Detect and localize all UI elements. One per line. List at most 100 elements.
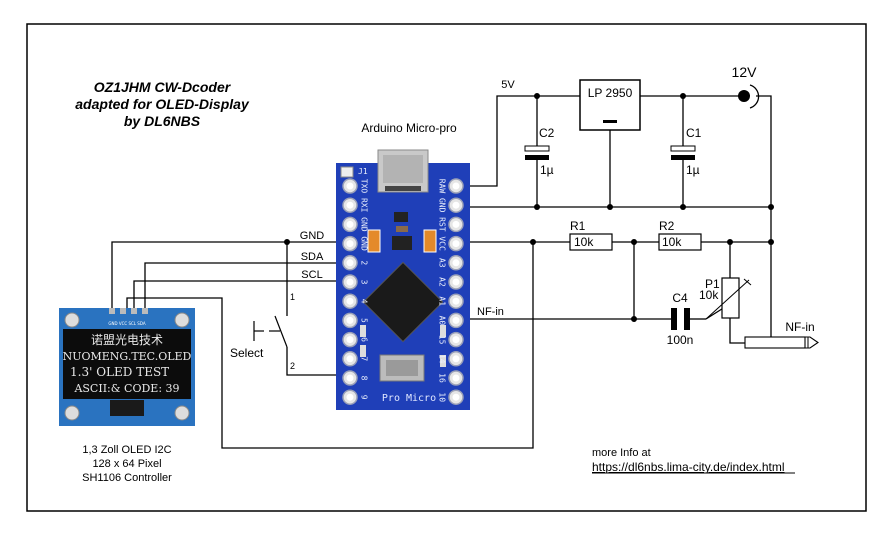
pin-hole xyxy=(346,297,354,305)
pin-label: RXI xyxy=(360,198,369,213)
junction xyxy=(727,239,733,245)
pin-hole xyxy=(346,240,354,248)
pin-left-8: 8 xyxy=(342,370,369,386)
pin-hole xyxy=(346,336,354,344)
oled-line-3: 1.3' OLED TEST xyxy=(70,365,169,379)
wire-p1-bot xyxy=(729,318,745,344)
pin-label: 15 xyxy=(438,335,447,345)
junction xyxy=(631,239,637,245)
arduino-pro-micro-board: J1 Pro Micro xyxy=(336,149,470,410)
pin-left-2: 2 xyxy=(342,255,369,271)
pin-hole xyxy=(452,336,460,344)
junction xyxy=(284,239,290,245)
net-label-12v: 12V xyxy=(732,64,758,80)
pin-hole xyxy=(346,259,354,267)
pin-right-a2: A2 xyxy=(438,274,464,290)
pin-label: GND xyxy=(438,198,447,213)
pin-label: 14 xyxy=(438,354,447,364)
wires xyxy=(111,95,772,449)
pin-left-6: 6 xyxy=(342,331,369,348)
pin-hole xyxy=(346,182,354,190)
wire-12v-return xyxy=(756,95,772,320)
pin-hole xyxy=(452,278,460,286)
pin-right-10: 10 xyxy=(438,389,464,405)
c1-name: C1 xyxy=(686,126,702,140)
pin-label: TXO xyxy=(360,179,369,194)
oled-module: GND VCC SCL SDA 诺盟光电技术 NUOMENG.TEC.OLED … xyxy=(59,308,195,426)
pin-right-a1: A1 xyxy=(438,293,464,309)
pin-hole xyxy=(452,374,460,382)
junction xyxy=(768,239,774,245)
pin-right-14: 14 xyxy=(438,351,464,367)
r1-value: 10k xyxy=(574,235,594,249)
junction xyxy=(680,93,686,99)
pin-left-3: 3 xyxy=(342,274,369,290)
pin-label: 8 xyxy=(360,376,369,381)
junction xyxy=(534,93,540,99)
net-label-nf-in: NF-in xyxy=(477,306,504,318)
select-switch[interactable]: Select 1 2 xyxy=(230,292,295,371)
pin-left-5: 5 xyxy=(342,312,369,329)
c4-name: C4 xyxy=(672,291,688,305)
capacitor-c1: C1 1µ xyxy=(670,126,702,177)
p1-name: P1 xyxy=(705,277,720,291)
resistor-r1: 10k R1 xyxy=(569,219,613,251)
switch-pin-1: 1 xyxy=(290,292,295,302)
pin-left-gnd: GND xyxy=(342,216,369,233)
info-link[interactable]: https://dl6nbs.lima-city.de/index.html xyxy=(592,460,785,474)
pin-hole xyxy=(452,316,460,324)
pin-label: GND xyxy=(360,236,369,251)
pin-left-4: 4 xyxy=(342,293,369,309)
pin-hole xyxy=(452,182,460,190)
pin-right-rst: RST xyxy=(438,216,464,233)
pin-label: 2 xyxy=(360,260,369,265)
r1-name: R1 xyxy=(570,219,586,233)
pin-label: VCC xyxy=(438,236,447,251)
pin-hole xyxy=(452,297,460,305)
oled-caption-1: 1,3 Zoll OLED I2C xyxy=(82,444,171,456)
pin-label: 7 xyxy=(360,356,369,361)
net-label-sda: SDA xyxy=(301,251,324,263)
pin-hole xyxy=(346,374,354,382)
pin-label: A2 xyxy=(438,277,447,287)
oled-screen xyxy=(63,329,191,399)
pin-right-a0: A0 xyxy=(438,312,464,329)
title-line-1: OZ1JHM CW-Dcoder xyxy=(94,79,232,95)
pin-hole xyxy=(346,201,354,209)
pin-hole xyxy=(346,278,354,286)
junction xyxy=(631,316,637,322)
pin-right-gnd: GND xyxy=(438,197,464,213)
wire-switch-2 xyxy=(286,347,350,376)
jack-label: NF-in xyxy=(785,320,814,334)
board-silkscreen: Pro Micro xyxy=(382,393,436,404)
pin-label: 10 xyxy=(438,392,447,402)
pin-left-txo: TXO xyxy=(342,178,369,194)
pin-label: RAW xyxy=(438,179,447,194)
pin-label: A0 xyxy=(438,316,447,326)
net-label-gnd: GND xyxy=(300,230,325,242)
oled-pin-header-label: GND VCC SCL SDA xyxy=(108,321,145,326)
pin-hole xyxy=(452,240,460,248)
pin-label: 6 xyxy=(360,337,369,342)
pin-left-rxi: RXI xyxy=(342,197,369,213)
junction xyxy=(534,204,540,210)
power-jack-12v: 12V xyxy=(732,64,760,109)
pin-hole xyxy=(452,259,460,267)
drawing-frame xyxy=(26,23,867,512)
pin-label: 4 xyxy=(360,299,369,304)
switch-pin-2: 2 xyxy=(290,361,295,371)
junction xyxy=(607,204,613,210)
wire-oled-vcc xyxy=(126,242,534,449)
c2-value: 1µ xyxy=(540,163,554,177)
pin-right-vcc: VCC xyxy=(438,235,464,252)
pin-right-16: 16 xyxy=(438,370,464,386)
pin-label: A3 xyxy=(438,258,447,268)
jumper-label: J1 xyxy=(358,167,368,176)
oled-line-4: ASCII:& CODE: 39 xyxy=(73,382,179,395)
title-line-2: adapted for OLED-Display xyxy=(75,96,250,112)
pin-left-7: 7 xyxy=(342,351,369,367)
resistor-r2: 10k R2 xyxy=(658,219,702,251)
oled-line-2: NUOMENG.TEC.OLED xyxy=(63,350,192,363)
